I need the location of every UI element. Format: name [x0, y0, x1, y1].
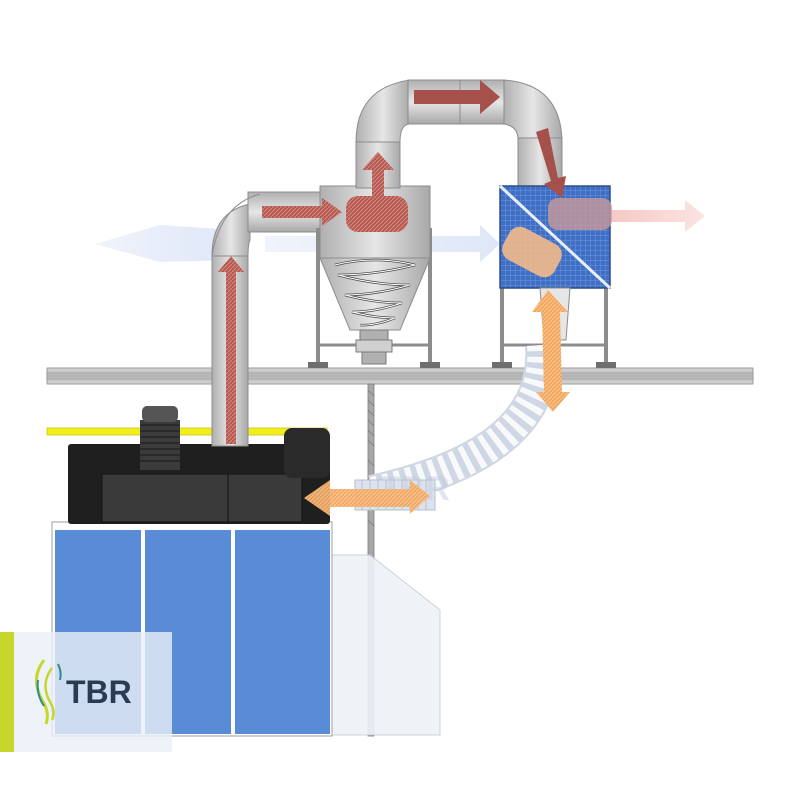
- fan-motor-icon: [68, 406, 330, 524]
- flow-arrow-icon: [95, 225, 235, 262]
- flow-arrow-icon: [612, 200, 705, 232]
- tbr-logo-icon: TBR: [0, 632, 172, 752]
- flow-arrow-icon: [414, 80, 500, 114]
- flow-arrow-icon: [536, 128, 566, 198]
- flow-arrow-icon: [304, 480, 430, 516]
- flow-arrow-icon: [218, 256, 244, 444]
- hot-air-flow: [218, 80, 705, 444]
- flow-arrow-icon: [532, 290, 570, 412]
- mezzanine-floor: [46, 367, 754, 385]
- logo-text: TBR: [66, 674, 132, 710]
- glass-enclosure: [329, 554, 441, 736]
- flow-arrow-icon: [362, 152, 394, 196]
- flow-arrow-icon: [262, 198, 342, 226]
- warm-air-flow: [304, 226, 570, 516]
